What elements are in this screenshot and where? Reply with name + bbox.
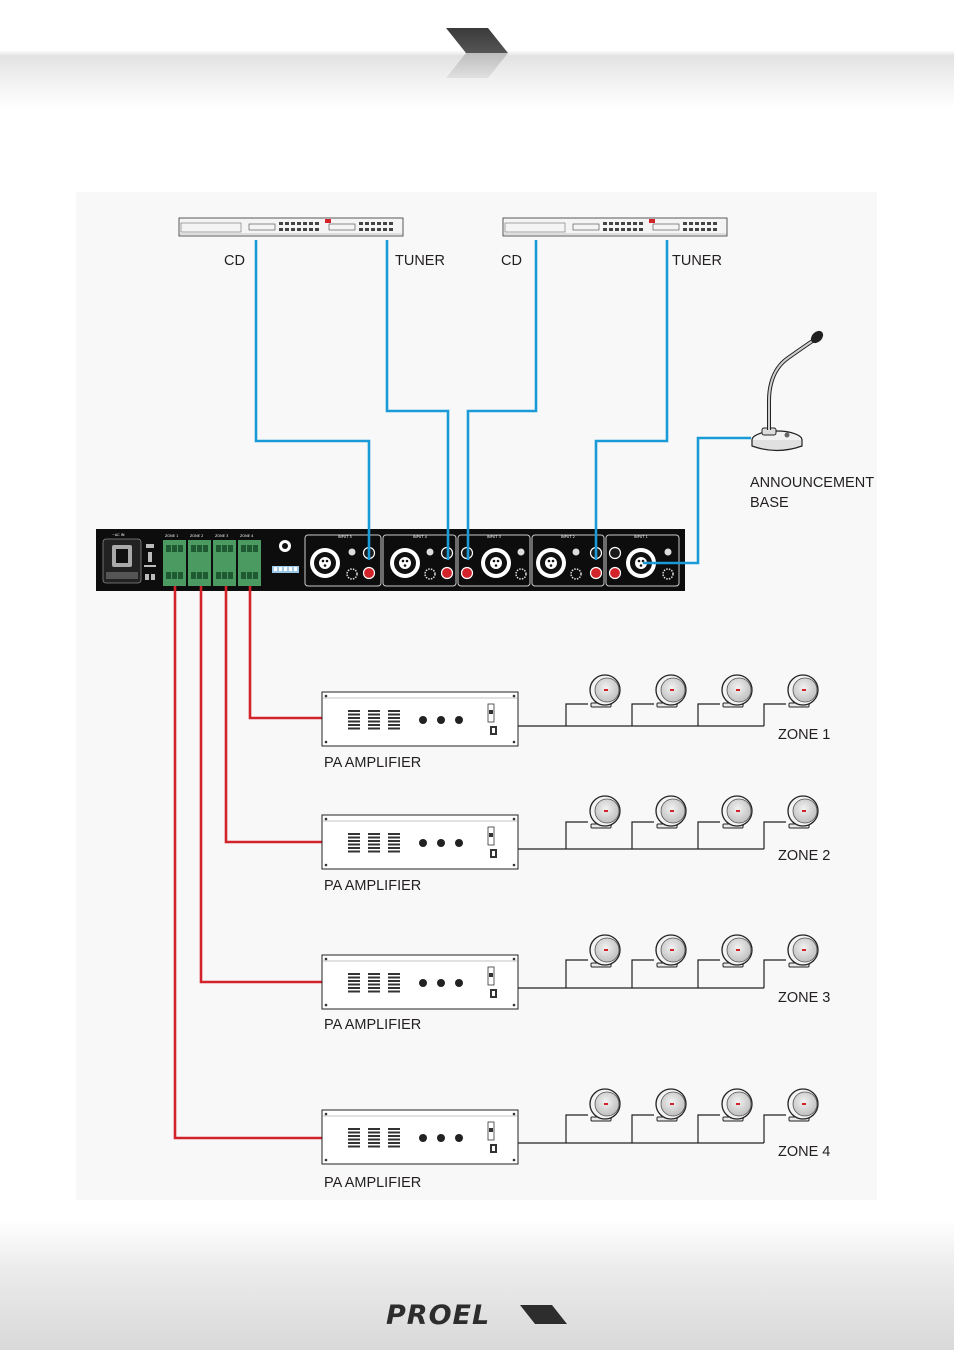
input-label-4: INPUT 4 xyxy=(413,535,428,539)
header-chevron-icon xyxy=(446,28,508,78)
amplifier-2-label: PA AMPLIFIER xyxy=(324,878,421,894)
source-1-cd-label: CD xyxy=(224,253,245,269)
loudspeaker-icon xyxy=(655,674,687,708)
zone-4-label: ZONE 4 xyxy=(778,1144,830,1160)
zone-4-speakers xyxy=(589,1088,819,1122)
zone-output-cables xyxy=(173,586,324,1140)
source-unit-1 xyxy=(178,217,404,237)
zone-terminal-label-2: ZONE 2 xyxy=(190,534,203,538)
loudspeaker-icon xyxy=(655,1088,687,1122)
zone-terminal-label-3: ZONE 3 xyxy=(215,534,228,538)
loudspeaker-icon xyxy=(655,934,687,968)
zone-terminal-label-1: ZONE 1 xyxy=(165,534,178,538)
footer-band xyxy=(0,1220,954,1350)
loudspeaker-icon xyxy=(655,795,687,829)
zone-mixer-rear-panel: ~AC IN ZONE 1 ZONE 2 ZONE 3 ZONE 4 xyxy=(96,529,685,591)
speaker-wiring xyxy=(518,703,786,1144)
loudspeaker-icon xyxy=(589,674,621,708)
zone-2-label: ZONE 2 xyxy=(778,848,830,864)
zone-1-speakers xyxy=(589,674,819,708)
pa-amplifier-4 xyxy=(321,1109,519,1165)
announcement-microphone-icon xyxy=(751,330,824,452)
loudspeaker-icon xyxy=(787,934,819,968)
zone-3-label: ZONE 3 xyxy=(778,990,830,1006)
proel-logo-text: PROEL xyxy=(386,1300,490,1331)
loudspeaker-icon xyxy=(721,1088,753,1122)
loudspeaker-icon xyxy=(787,795,819,829)
source-unit-2 xyxy=(502,217,728,237)
loudspeaker-icon xyxy=(589,795,621,829)
input-label-1: INPUT 1 xyxy=(634,535,648,539)
logo-mark-icon xyxy=(520,1305,567,1324)
zone-terminal-label-4: ZONE 4 xyxy=(240,534,254,538)
input-label-3: INPUT 3 xyxy=(487,535,501,539)
loudspeaker-icon xyxy=(721,934,753,968)
input-label-2: INPUT 2 xyxy=(561,535,575,539)
pa-amplifier-2 xyxy=(321,814,519,870)
source-1-tuner-label: TUNER xyxy=(395,253,445,269)
proel-logo: PROEL xyxy=(386,1300,567,1331)
loudspeaker-icon xyxy=(787,674,819,708)
loudspeaker-icon xyxy=(787,1088,819,1122)
source-2-tuner-label: TUNER xyxy=(672,253,722,269)
amplifier-1-label: PA AMPLIFIER xyxy=(324,755,421,771)
zone-3-speakers xyxy=(589,934,819,968)
zone-1-label: ZONE 1 xyxy=(778,727,830,743)
pa-amplifier-1 xyxy=(321,691,519,747)
zone-2-speakers xyxy=(589,795,819,829)
audio-input-cables xyxy=(254,240,751,565)
microphone-label-line1: ANNOUNCEMENT xyxy=(750,475,874,491)
loudspeaker-icon xyxy=(589,934,621,968)
input-label-5: INPUT 5 xyxy=(338,535,352,539)
loudspeaker-icon xyxy=(721,795,753,829)
source-2-cd-label: CD xyxy=(501,253,522,269)
loudspeaker-icon xyxy=(721,674,753,708)
amplifier-4-label: PA AMPLIFIER xyxy=(324,1175,421,1191)
power-inlet-label: ~AC IN xyxy=(112,533,125,537)
microphone-label-line2: BASE xyxy=(750,495,789,511)
loudspeaker-icon xyxy=(589,1088,621,1122)
pa-amplifier-3 xyxy=(321,954,519,1010)
amplifier-3-label: PA AMPLIFIER xyxy=(324,1017,421,1033)
